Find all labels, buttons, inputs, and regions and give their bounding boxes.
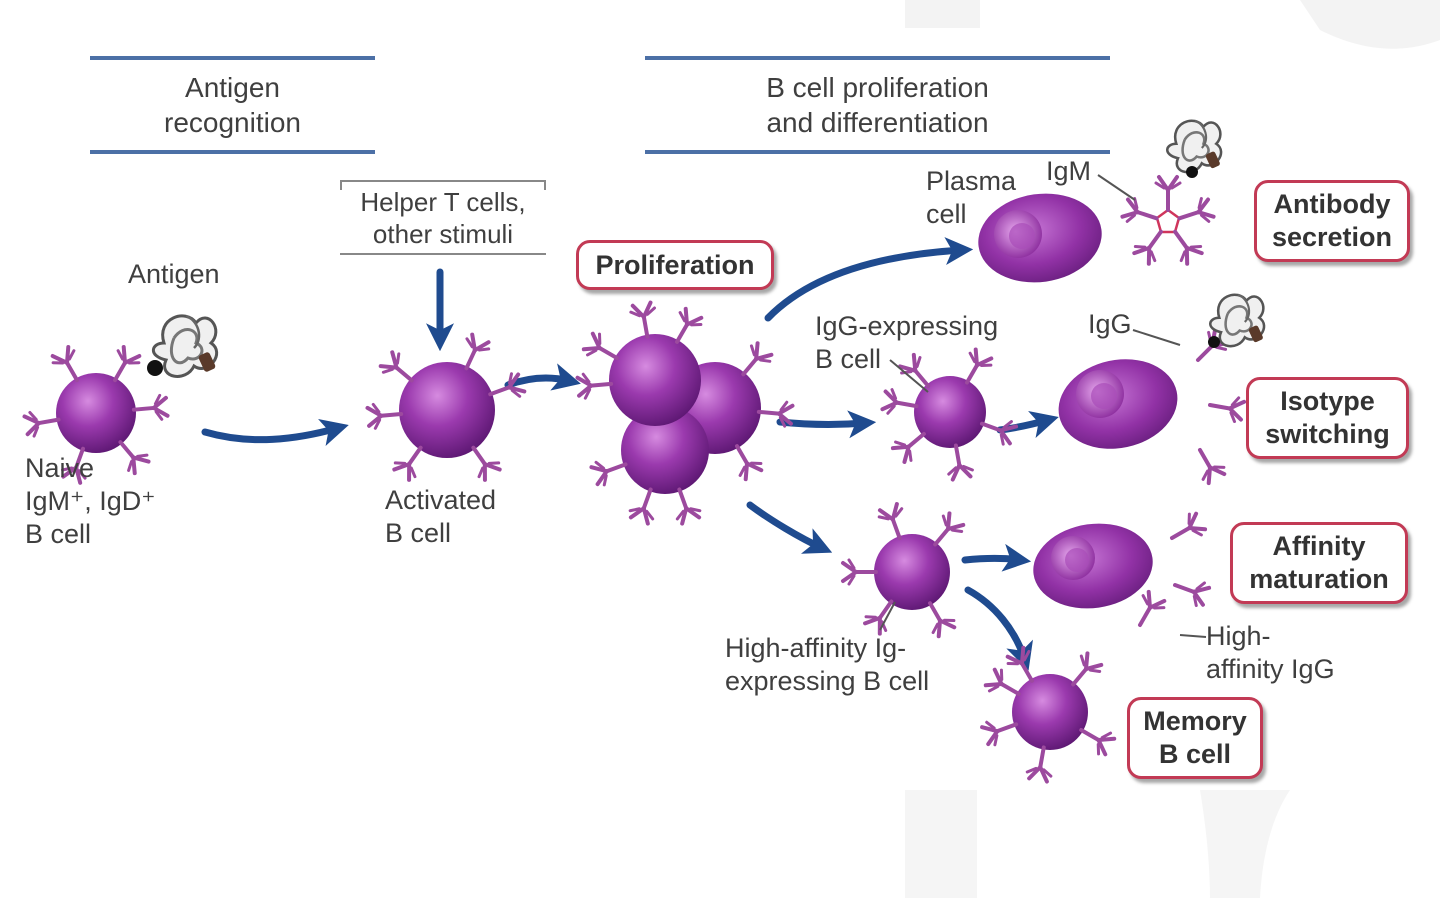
plasma-cell-top — [978, 193, 1102, 283]
outcome-proliferation: Proliferation — [576, 240, 774, 290]
label-line: Plasma — [926, 166, 1017, 196]
watermark — [905, 0, 1440, 898]
label-line: IgM⁺, IgD⁺ — [25, 486, 156, 516]
label-line: affinity IgG — [1206, 654, 1335, 684]
label-line: Naive — [25, 453, 95, 483]
activated-b-cell-label: Activated B cell — [385, 484, 496, 550]
stimulus-line: other stimuli — [372, 218, 514, 249]
antigen-igg-binding — [1208, 336, 1220, 348]
secreted-igg — [1190, 328, 1247, 487]
igm-pentamer — [1119, 175, 1217, 265]
plasma-cell-label: Plasma cell — [926, 165, 1016, 231]
arrow-high-affinity-to-plasma — [961, 543, 1032, 572]
outcome-line: Isotype — [1280, 386, 1375, 416]
label-line: cell — [926, 199, 967, 229]
header-antigen-recognition: Antigen recognition — [90, 56, 375, 154]
igg-expressing-b-cell-label: IgG-expressing B cell — [815, 310, 998, 376]
high-affinity-b-cell-label: High-affinity Ig- expressing B cell — [725, 632, 929, 698]
label-line: Activated — [385, 485, 497, 515]
outcome-isotype-switching: Isotype switching — [1246, 377, 1409, 459]
label-line: B cell — [815, 344, 882, 374]
outcome-affinity-maturation: Affinity maturation — [1230, 522, 1408, 604]
high-affinity-igg-label: High- affinity IgG — [1206, 620, 1335, 686]
arrow-naive-to-activated — [201, 419, 349, 446]
header-proliferation-differentiation: B cell proliferation and differentiation — [645, 56, 1110, 154]
igm-label: IgM — [1046, 156, 1092, 186]
naive-b-cell-label: Naive IgM⁺, IgD⁺ B cell — [25, 452, 156, 551]
header-line: Antigen — [185, 72, 280, 103]
leader-lines — [879, 174, 1207, 638]
arrow-to-high-affinity — [746, 501, 833, 554]
label-line: High- — [1206, 621, 1271, 651]
antigen-igm-binding — [1186, 166, 1198, 178]
proliferating-cells — [575, 300, 795, 527]
plasma-cell-lower — [1033, 523, 1153, 609]
label-line: IgG-expressing — [815, 311, 999, 341]
label-line: B cell — [385, 518, 452, 548]
outcome-line: Affinity — [1272, 531, 1366, 561]
igg-label: IgG — [1088, 309, 1132, 339]
naive-b-cell — [21, 343, 170, 486]
outcome-line: maturation — [1249, 564, 1389, 594]
arrow-to-plasma — [764, 237, 974, 322]
outcome-line: Memory — [1143, 706, 1247, 736]
high-affinity-b-cell — [841, 501, 968, 640]
label-line: High-affinity Ig- — [725, 633, 907, 663]
header-line: recognition — [164, 107, 301, 138]
arrow-to-memory — [964, 586, 1033, 671]
outcome-memory-b-cell: Memory B cell — [1127, 697, 1263, 779]
outcome-antibody-secretion: Antibody secretion — [1254, 180, 1410, 262]
outcome-line: B cell — [1158, 739, 1232, 769]
label-line: B cell — [25, 519, 92, 549]
outcome-line: switching — [1265, 419, 1390, 449]
outcome-line: Antibody — [1273, 189, 1391, 219]
igg-expressing-b-cell — [879, 345, 1020, 483]
plasma-cell-middle — [1058, 359, 1178, 449]
outcome-line: Proliferation — [595, 249, 755, 280]
stimulus-label: Helper T cells, other stimuli — [340, 180, 546, 255]
antigen-binding-point — [147, 360, 163, 376]
activated-b-cell — [365, 331, 528, 484]
header-line: and differentiation — [766, 107, 989, 138]
label-line: expressing B cell — [725, 666, 930, 696]
antigen-igm — [1165, 119, 1223, 174]
header-line: B cell proliferation — [766, 72, 989, 103]
memory-b-cell — [979, 644, 1118, 785]
outcome-line: secretion — [1271, 222, 1393, 252]
stimulus-line: Helper T cells, — [360, 186, 526, 217]
antigen-label: Antigen — [128, 259, 220, 289]
